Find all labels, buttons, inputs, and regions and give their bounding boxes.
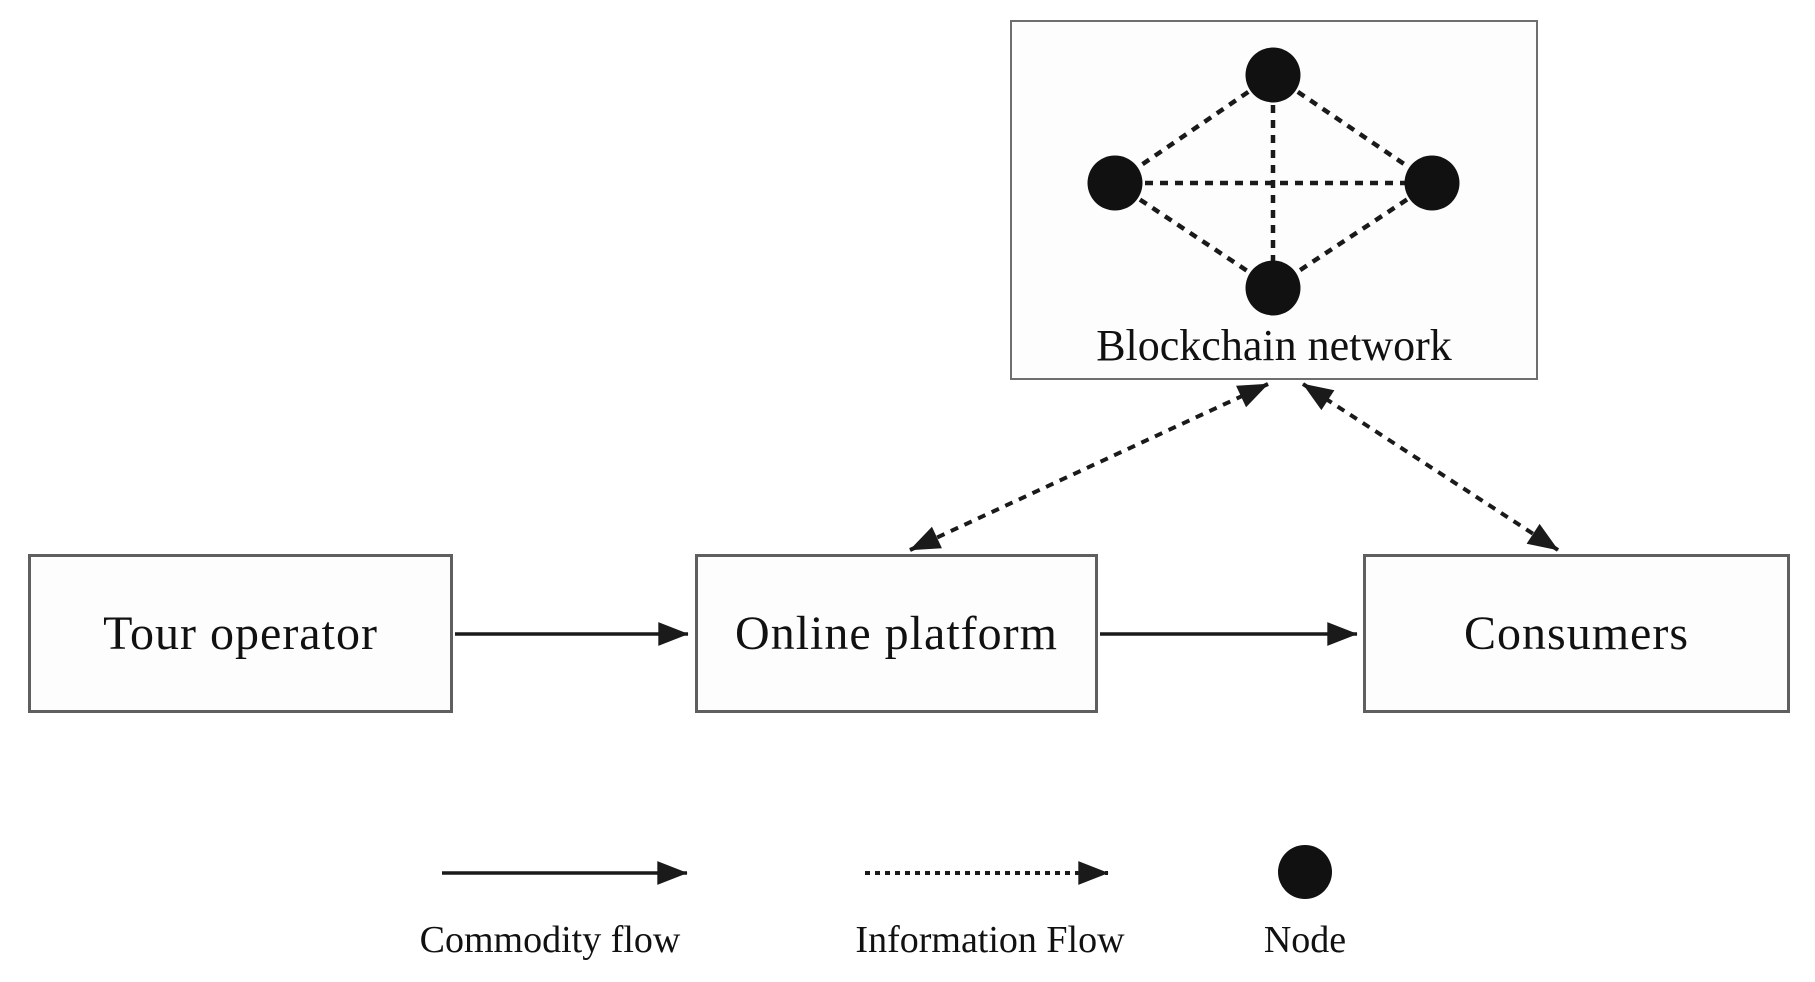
node-link-left-bottom <box>1113 181 1275 290</box>
node-link-right-bottom <box>1271 181 1434 290</box>
blockchain-node-links <box>1113 73 1434 290</box>
node-top-dot <box>1245 47 1301 103</box>
information-flow-arrow-platform-blockchain <box>909 382 1269 552</box>
node-right-dot <box>1404 155 1460 211</box>
information-flow-arrow-consumers-blockchain <box>1301 382 1560 552</box>
blockchain-nodes <box>1087 47 1460 316</box>
node-link-top-left <box>1113 73 1275 185</box>
consumers-box: Consumers <box>1363 554 1790 713</box>
node-icon <box>1278 845 1332 899</box>
legend-label-commodity-flow: Commodity flow <box>419 919 681 961</box>
legend-symbols <box>442 845 1332 899</box>
tour-operator-label: Tour operator <box>103 607 378 660</box>
node-left-dot <box>1087 155 1143 211</box>
blockchain-network-label: Blockchain network <box>1096 321 1452 370</box>
legend-label-node: Node <box>1263 919 1347 961</box>
online-platform-box: Online platform <box>695 554 1098 713</box>
tour-operator-box: Tour operator <box>28 554 453 713</box>
node-link-top-right <box>1271 73 1434 185</box>
node-bottom-dot <box>1245 260 1301 316</box>
legend-label-information-flow: Information Flow <box>855 919 1125 961</box>
consumers-label: Consumers <box>1464 607 1689 660</box>
online-platform-label: Online platform <box>735 607 1058 660</box>
